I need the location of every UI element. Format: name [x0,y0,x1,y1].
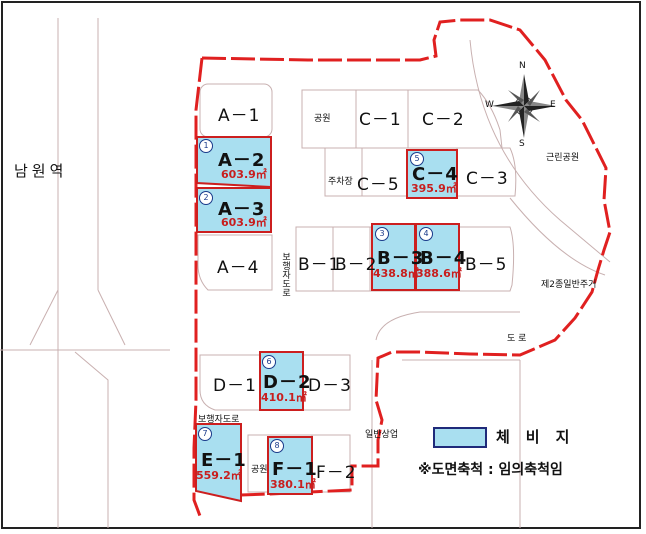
scale-note: ※도면축척 : 임의축척임 [418,462,563,478]
lot-5-number: 5 [410,152,424,166]
lot-4-label: B－4 [420,248,468,269]
parcel-b5: B－5 [465,255,508,275]
pedestrian-road-label: 보행자도로 [198,415,240,425]
lot-8-number: 8 [270,439,284,453]
lot-7-number: 7 [198,427,212,441]
parcel-d1: D－1 [213,376,257,396]
lot-2-area: 603.9㎡ [221,216,267,229]
lot-3-area: 438.8㎡ [373,267,419,280]
lot-6-label: D－2 [263,372,312,393]
parcel-a4: A－4 [217,258,260,278]
lot-7-label: E－1 [201,450,247,471]
lot-6-number: 6 [262,355,276,369]
parcel-c5: C－5 [357,175,400,195]
lot-5-label: C－4 [412,164,459,185]
park-label-south: 공원 [251,465,268,475]
compass-e: E [550,100,556,110]
parcel-c1: C－1 [359,110,402,130]
pedestrian-road-vertical-label: 보행자도로 [280,252,290,297]
lot-1-area: 603.9㎡ [221,168,267,181]
parcel-c3: C－3 [466,169,509,189]
compass-w: W [485,100,494,110]
station-roads [0,18,170,528]
lot-2-label: A－3 [218,199,266,220]
lot-5-area: 395.9㎡ [411,182,457,195]
lot-8-label: F－1 [272,459,318,480]
lot-4-number: 4 [419,227,433,241]
road-label: 도 로 [507,334,527,344]
block-lines [197,39,611,528]
lot-6-area: 410.1㎡ [261,391,307,404]
lot-1-label: A－2 [218,150,266,171]
parcel-c2: C－2 [422,110,465,130]
parcel-b2: B－2 [335,255,378,275]
lot-3-number: 3 [375,227,389,241]
compass-rose [492,74,556,138]
legend-label: 체비지 [496,428,586,446]
parcel-d3: D－3 [308,376,352,396]
compass-s: S [519,139,525,149]
parcel-b1: B－1 [298,255,341,275]
parcel-f2: F－2 [316,463,357,483]
legend-swatch [433,427,487,448]
lot-4-area: 388.6㎡ [416,267,462,280]
residential-zone-label: 제2종일반주거 [541,280,597,290]
lot-8-area: 380.1㎡ [270,478,316,491]
project-boundary [192,18,612,517]
station-label: 남원역 [14,162,68,180]
map-frame [1,1,641,529]
lot-3-label: B－3 [377,248,425,269]
lot-7-area: 559.2㎡ [196,469,242,482]
park-label-north: 공원 [314,114,331,124]
lot-2-number: 2 [199,191,213,205]
parking-label: 주차장 [328,177,353,187]
compass-n: N [519,61,526,71]
lot-1-number: 1 [199,139,213,153]
commercial-zone-label: 일반상업 [365,430,399,440]
parcel-a1: A－1 [218,106,261,126]
neighborhood-park-label: 근린공원 [546,153,580,163]
